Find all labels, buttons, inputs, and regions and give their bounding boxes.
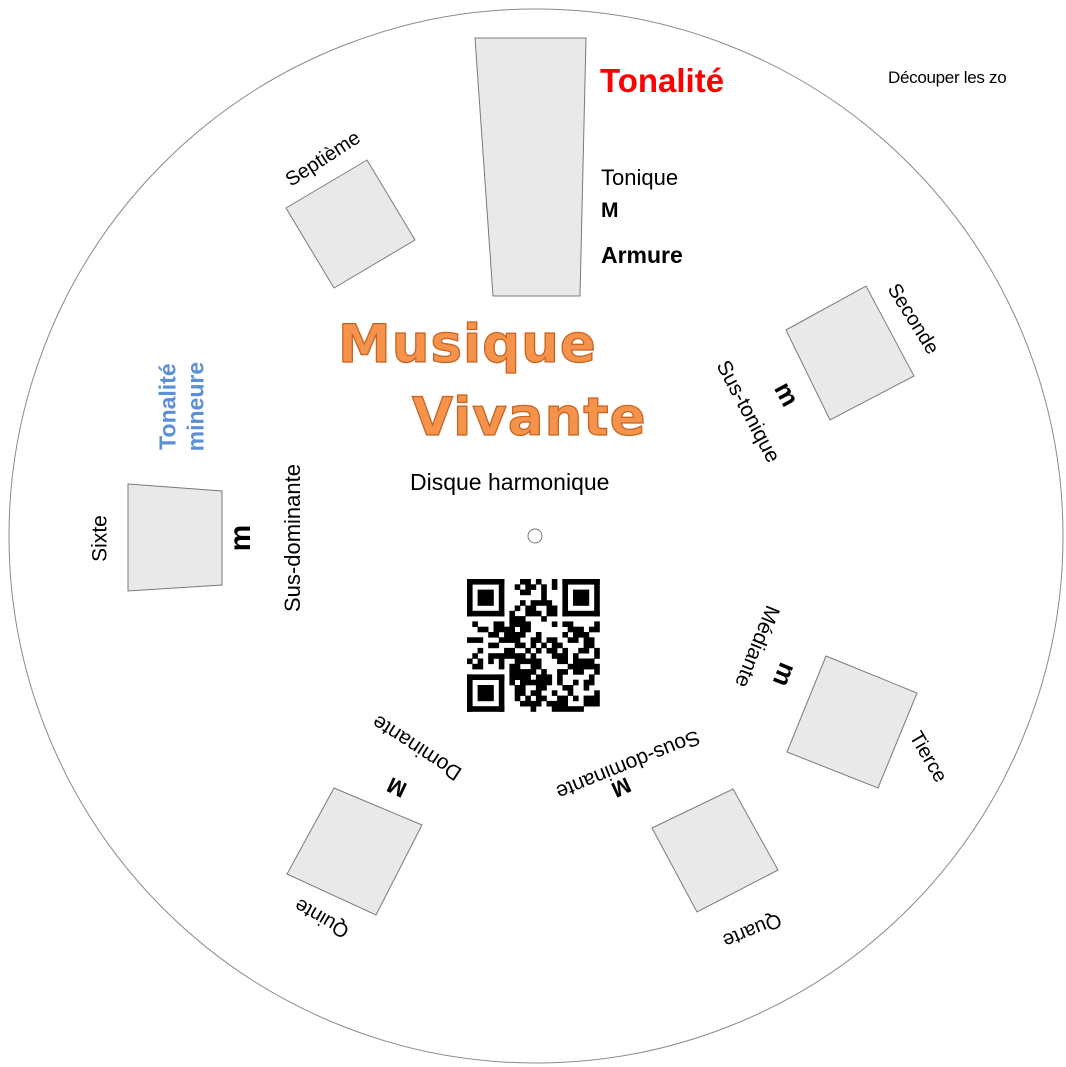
window-quinte[interactable] <box>286 787 423 916</box>
qr-code <box>464 576 603 715</box>
title-line-2: Vivante <box>411 386 647 448</box>
minor-tonality-label: Tonalité mineure <box>154 337 209 477</box>
cut-instruction: Découper les zo <box>888 68 1007 87</box>
subtitle: Disque harmonique <box>410 469 610 495</box>
window-quarte[interactable] <box>651 788 779 913</box>
title-line-1: Musique <box>337 313 597 375</box>
window-septieme[interactable] <box>285 159 416 289</box>
armure-label: Armure <box>601 242 683 268</box>
center-hole[interactable] <box>527 528 543 544</box>
tonique-label: Tonique <box>601 165 679 190</box>
tonique-mode: M <box>601 199 619 222</box>
minor-line-1: Tonalité <box>154 363 181 450</box>
tonalite-label: Tonalité <box>600 62 725 99</box>
window-tonique[interactable] <box>474 37 587 297</box>
window-tierce[interactable] <box>786 655 918 789</box>
minor-line-2: mineure <box>182 361 208 452</box>
window-seconde[interactable] <box>785 285 915 421</box>
sixte-mode: m <box>224 524 257 552</box>
window-sixte[interactable] <box>127 483 223 592</box>
sus-dominante-label: Sus-dominante <box>280 464 305 612</box>
sixte-label: Sixte <box>88 515 112 562</box>
